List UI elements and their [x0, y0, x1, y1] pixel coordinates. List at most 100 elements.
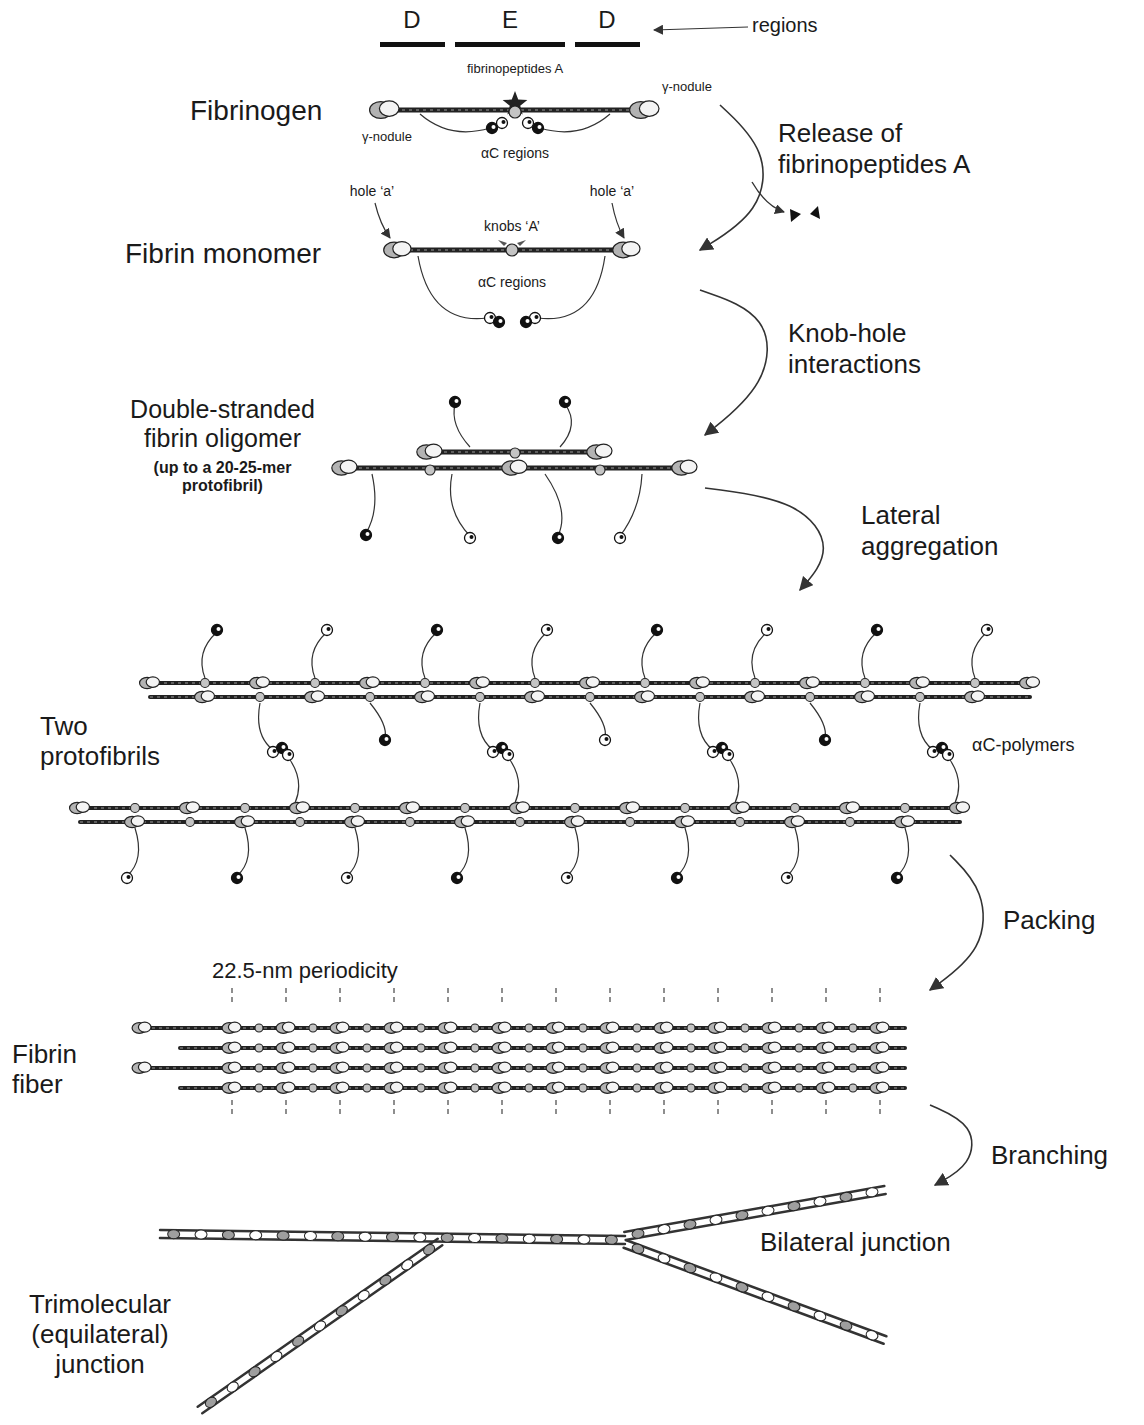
fiber-nodule [304, 1231, 316, 1240]
beta-nodule [228, 1082, 241, 1092]
step-label: Lateral aggregation [858, 500, 1024, 562]
alpha-c-domain [672, 873, 683, 884]
alpha-c-connector [699, 703, 713, 750]
e-nodule [131, 804, 140, 813]
e-nodule [516, 818, 525, 827]
beta-nodule [876, 1022, 889, 1032]
gamma-nodule [384, 1023, 398, 1034]
fiber-nodule [631, 1243, 645, 1256]
gamma-nodule [470, 677, 485, 688]
gamma-nodule [492, 1043, 506, 1054]
region-letter: D [403, 6, 420, 34]
fiber-nodule [496, 1234, 508, 1243]
gamma-nodule [546, 1043, 560, 1054]
alpha-c-connector [532, 632, 547, 678]
fiber-nodule [269, 1349, 284, 1363]
alpha-c-domain-core [327, 627, 331, 631]
alpha-c-domain-core [528, 120, 532, 124]
gamma-nodule [654, 1083, 668, 1094]
alpha-c-domain [523, 118, 534, 129]
gamma-nodule [250, 677, 265, 688]
alpha-c-domain [277, 743, 288, 754]
fiber-strand [624, 1186, 884, 1232]
e-nodule [795, 1044, 803, 1052]
beta-nodule [751, 691, 764, 701]
region-letter: E [502, 6, 518, 34]
released-peptide [810, 206, 820, 219]
period-tick [717, 1100, 718, 1118]
gamma-nodule [525, 691, 540, 702]
fiber-nodule [787, 1201, 800, 1212]
gamma-nodule [800, 677, 815, 688]
alpha-c-domain-core [728, 752, 732, 756]
gamma-nodule [438, 1043, 452, 1054]
e-nodule [687, 1064, 695, 1072]
e-nodule [861, 679, 870, 688]
beta-nodule [552, 1042, 565, 1052]
beta-nodule [444, 1022, 457, 1032]
gamma-nodule [132, 1023, 146, 1034]
beta-nodule [736, 802, 749, 812]
alpha-c-connector [288, 757, 299, 803]
fiber-nodule [332, 1232, 344, 1241]
alpha-c-connector [259, 703, 273, 750]
e-nodule [366, 693, 375, 702]
alpha-c-domain [937, 743, 948, 754]
e-nodule [255, 1084, 263, 1092]
period-tick [501, 1100, 502, 1118]
alpha-c-domain [892, 873, 903, 884]
beta-nodule [822, 1042, 835, 1052]
gamma-nodule [222, 1023, 236, 1034]
gamma-nodule [546, 1063, 560, 1074]
period-tick [879, 1100, 880, 1118]
beta-nodule [861, 691, 874, 701]
part-label: hole ‘a’ [350, 183, 394, 199]
stage-figure: Double-stranded fibrin oligomer(up to a … [120, 395, 705, 510]
fiber-nodule [168, 1230, 180, 1239]
fiber-strand [624, 1248, 884, 1344]
e-nodule [255, 1024, 263, 1032]
alpha-c-domain-core [385, 737, 389, 741]
alpha-c-connector [366, 474, 375, 533]
beta-nodule [846, 802, 859, 812]
alpha-c-connector [450, 474, 470, 536]
beta-nodule [351, 816, 364, 826]
period-tick [447, 988, 448, 1006]
alpha-c-connector [127, 828, 139, 876]
alpha-c-connector [418, 256, 487, 319]
gamma-nodule [950, 802, 965, 813]
region-bar [380, 42, 445, 47]
beta-nodule [282, 1042, 295, 1052]
beta-nodule [552, 1062, 565, 1072]
fiber-nodule [735, 1281, 749, 1294]
alpha-c-domain [762, 625, 773, 636]
gamma-nodule [370, 102, 392, 119]
beta-nodule [822, 1062, 835, 1072]
part-label: γ-nodule [362, 130, 412, 145]
coiled-coil-rod [150, 695, 1030, 699]
beta-nodule [228, 1042, 241, 1052]
e-nodule [795, 1064, 803, 1072]
alpha-c-domain [268, 747, 279, 758]
gamma-nodule [276, 1023, 290, 1034]
beta-nodule [311, 691, 324, 701]
alpha-c-domain-core [657, 627, 661, 631]
e-nodule [509, 106, 521, 118]
gamma-nodule [965, 691, 980, 702]
beta-nodule [256, 677, 269, 687]
e-nodule [425, 465, 435, 475]
alpha-c-domain-core [538, 125, 542, 129]
rod-texture [430, 451, 600, 452]
alpha-c-connector [590, 703, 605, 738]
e-nodule [255, 1044, 263, 1052]
alpha-c-domain-core [787, 875, 791, 879]
gamma-nodule [816, 1043, 830, 1054]
beta-nodule [696, 677, 709, 687]
hole-pointer [612, 203, 624, 238]
alpha-c-domain [450, 397, 461, 408]
period-tick [339, 988, 340, 1006]
knob-a [498, 240, 507, 246]
fiber-nodule [277, 1231, 289, 1240]
e-nodule [525, 1024, 533, 1032]
beta-nodule [444, 1062, 457, 1072]
